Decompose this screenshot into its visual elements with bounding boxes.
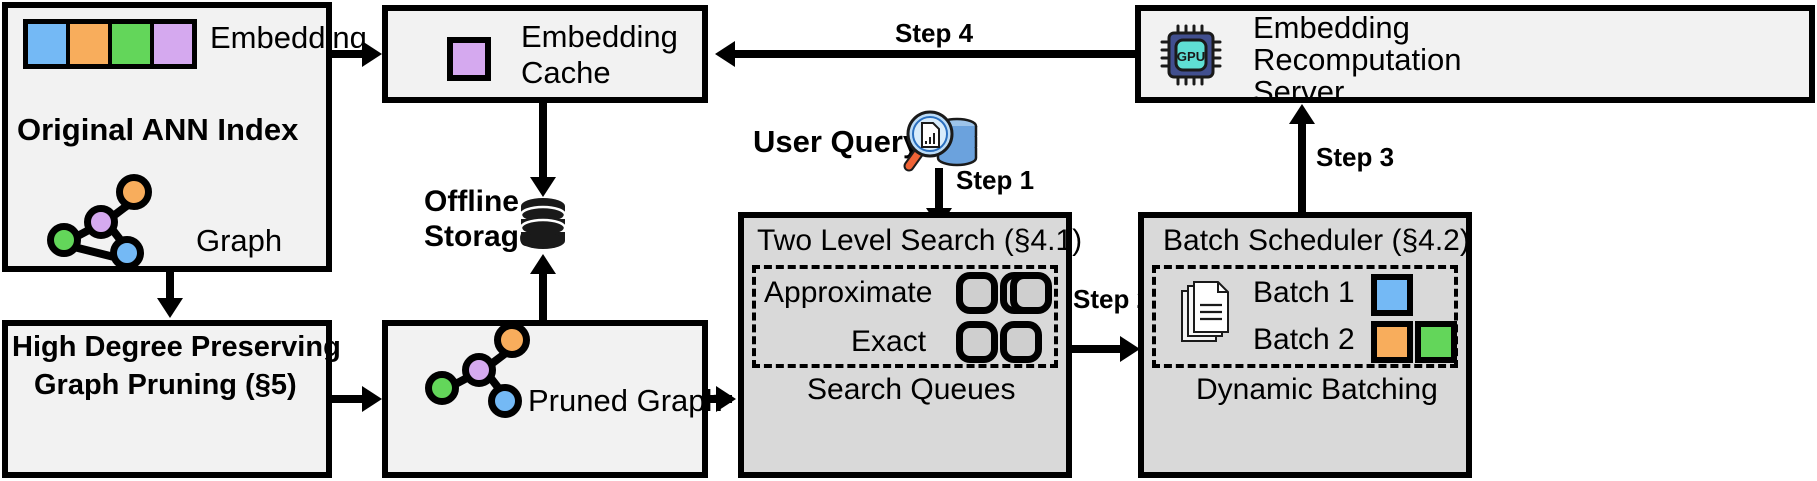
- recomputation-server-line3: Server: [1253, 74, 1345, 109]
- batch-2-swatch-orange: [1371, 321, 1413, 363]
- step1-label: Step 1: [956, 165, 1035, 195]
- arrow-pruning-to-prunedgraph: [332, 395, 364, 403]
- graph-pruning-box: [2, 320, 332, 478]
- arrow-index-to-pruning: [166, 272, 174, 300]
- purple-square-icon: [447, 37, 491, 81]
- batch-2-swatch-green: [1415, 321, 1457, 363]
- arrow-step1: [935, 168, 943, 212]
- offline-storage-line1: Offline: [424, 185, 519, 218]
- original-ann-index-label: Original ANN Index: [17, 112, 299, 147]
- dynamic-batching-footer: Dynamic Batching: [1196, 373, 1438, 406]
- embedding-swatch-orange: [70, 24, 108, 64]
- recomputation-server-box: [1135, 5, 1815, 103]
- arrowhead-pruning-to-prunedgraph: [362, 386, 382, 412]
- embedding-swatch-green: [112, 24, 150, 64]
- arrowhead-index-to-cache: [362, 41, 382, 67]
- ann-graph-node-green: [47, 223, 81, 257]
- batch-2-label: Batch 2: [1253, 323, 1355, 356]
- arrowhead-cache-to-storage: [530, 177, 556, 197]
- embedding-swatch-blue: [28, 24, 66, 64]
- arrowhead-step3: [1289, 104, 1315, 124]
- exact-label: Exact: [851, 325, 927, 358]
- arrow-index-to-cache: [332, 50, 364, 58]
- documents-stack-icon: [1181, 281, 1229, 342]
- user-query-label: User Query: [753, 124, 921, 159]
- gpu-chip-icon: GPU: [1160, 24, 1222, 86]
- recomputation-server-line1: Embedding: [1253, 10, 1410, 45]
- offline-storage-line2: Storage: [424, 220, 536, 253]
- arrowhead-step4: [715, 41, 735, 67]
- arrow-prunedgraph-to-storage: [539, 272, 547, 322]
- approximate-queue-tile-1[interactable]: [956, 272, 998, 314]
- exact-queue-tile-2[interactable]: [1000, 321, 1042, 363]
- arrow-cache-to-storage: [539, 103, 547, 179]
- magnifier-document-database-icon: [903, 110, 978, 172]
- batch-scheduler-box: [1138, 212, 1472, 478]
- embedding-cache-label-line1: Embedding: [521, 19, 678, 54]
- batch-1-swatch-blue: [1371, 274, 1413, 316]
- database-cylinder-icon: [519, 198, 567, 249]
- exact-queue-tile-1[interactable]: [956, 321, 998, 363]
- arrow-step4: [735, 50, 1135, 58]
- embedding-label: Embedding: [210, 20, 367, 55]
- graph-pruning-line2: Graph Pruning (§5): [34, 369, 297, 401]
- dynamic-batching-dashed-region: [1152, 265, 1458, 368]
- arrow-step2: [1072, 345, 1130, 353]
- pruned-graph-node-green: [425, 371, 459, 405]
- ann-graph-node-blue: [110, 236, 144, 270]
- approximate-queue-tile-3[interactable]: [1010, 272, 1052, 314]
- search-queues-dashed-region: [752, 265, 1058, 368]
- arrow-step3: [1298, 122, 1306, 212]
- svg-text:GPU: GPU: [1177, 49, 1205, 64]
- pruned-graph-box: [382, 320, 708, 478]
- arrowhead-step2: [1120, 336, 1140, 362]
- batch-scheduler-title: Batch Scheduler (§4.2): [1163, 224, 1470, 257]
- embedding-swatch-purple: [154, 24, 192, 64]
- arrowhead-prunedgraph-to-storage: [530, 254, 556, 274]
- ann-graph-node-orange: [116, 174, 152, 210]
- graph-pruning-line1: High Degree Preserving: [12, 331, 341, 363]
- arrowhead-index-to-pruning: [157, 298, 183, 318]
- search-queues-footer: Search Queues: [807, 373, 1016, 406]
- recomputation-server-line2: Recomputation: [1253, 42, 1462, 77]
- pruned-graph-label: Pruned Graph: [528, 383, 723, 418]
- step3-label: Step 3: [1316, 142, 1395, 172]
- pruned-graph-node-orange: [494, 322, 530, 358]
- two-level-search-title: Two Level Search (§4.1): [757, 224, 1083, 257]
- graph-label: Graph: [196, 223, 283, 258]
- pruned-graph-node-blue: [488, 384, 522, 418]
- embedding-swatch-bar: [23, 19, 197, 69]
- pruned-graph-node-purple: [462, 353, 496, 387]
- arrowhead-prunedgraph-to-search: [716, 386, 736, 412]
- step4-label: Step 4: [895, 18, 974, 48]
- ann-graph-node-purple: [84, 205, 118, 239]
- batch-1-label: Batch 1: [1253, 276, 1355, 309]
- approximate-label: Approximate: [764, 276, 933, 309]
- embedding-cache-label-line2: Cache: [521, 55, 611, 90]
- embedding-cache-box: [382, 5, 708, 103]
